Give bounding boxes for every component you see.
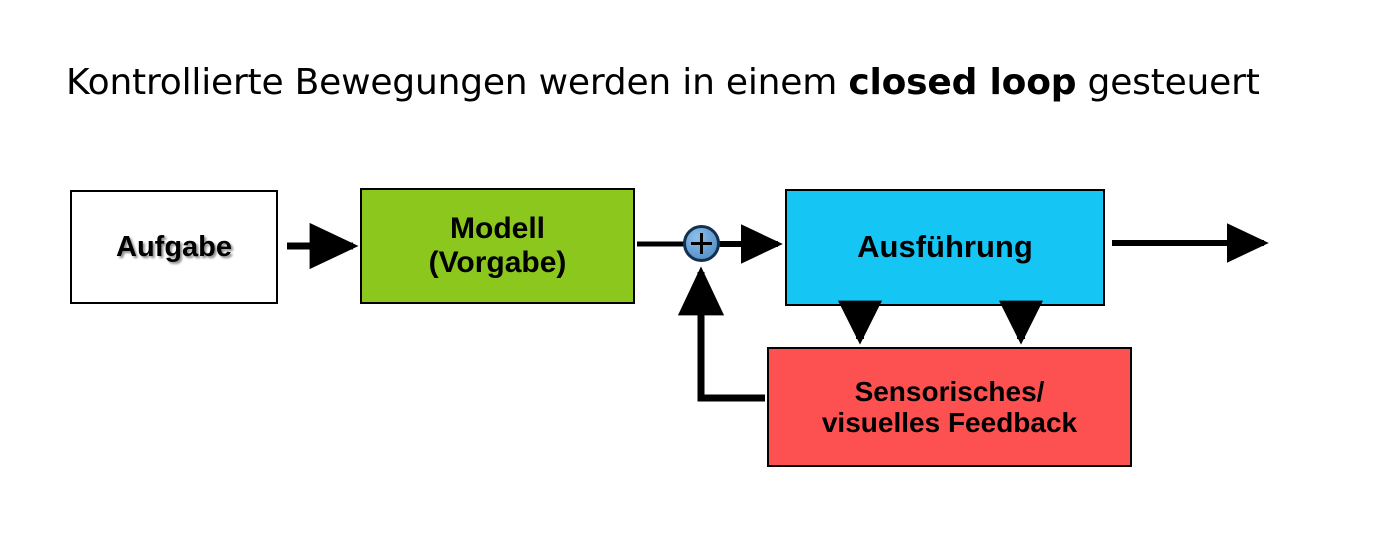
node-modell-label: Modell (Vorgabe) xyxy=(362,212,633,279)
title-suffix: gesteuert xyxy=(1076,62,1260,103)
node-modell-label-line1: Modell xyxy=(450,212,545,246)
plus-icon-vertical-stroke xyxy=(700,233,703,254)
sum-junction-plus-icon[interactable] xyxy=(683,225,720,262)
title-emphasis: closed loop xyxy=(848,62,1077,103)
title-prefix: Kontrollierte Bewegungen werden in einem xyxy=(66,62,849,103)
node-aufgabe-label: Aufgabe xyxy=(116,230,232,263)
node-modell[interactable]: Modell (Vorgabe) xyxy=(360,188,635,304)
node-ausfuehrung-label: Ausführung xyxy=(857,229,1033,265)
node-feedback[interactable]: Sensorisches/ visuelles Feedback xyxy=(767,347,1132,467)
node-feedback-label: Sensorisches/ visuelles Feedback xyxy=(769,376,1130,439)
node-ausfuehrung[interactable]: Ausführung xyxy=(785,189,1105,306)
node-aufgabe[interactable]: Aufgabe xyxy=(70,190,278,304)
edge-feedback-to-junction xyxy=(677,266,765,402)
node-modell-label-line2: (Vorgabe) xyxy=(428,246,567,279)
node-feedback-label-line2: visuelles Feedback xyxy=(821,407,1078,438)
page-title: Kontrollierte Bewegungen werden in einem… xyxy=(66,62,1356,103)
node-feedback-label-line1: Sensorisches/ xyxy=(854,375,1045,407)
